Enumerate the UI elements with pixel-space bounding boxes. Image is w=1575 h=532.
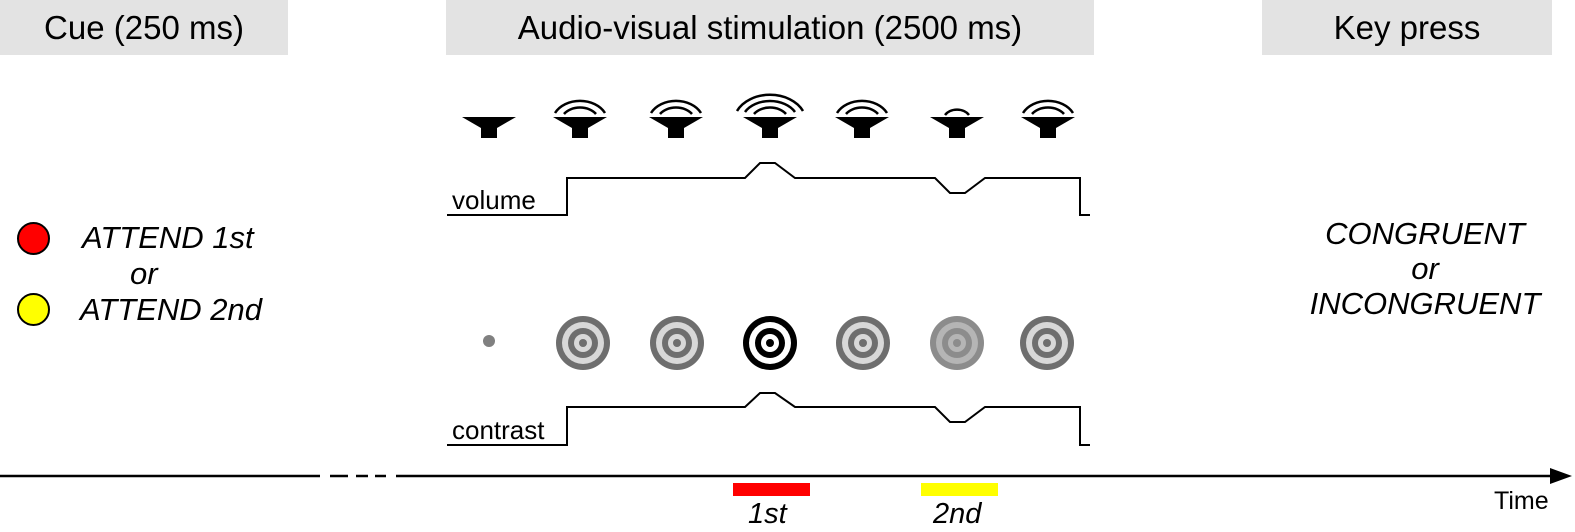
first-marker-label: 1st [748, 498, 787, 530]
contrast-trace [447, 392, 1090, 446]
contrast-label: contrast [452, 415, 545, 445]
time-axis-arrowhead [1550, 468, 1572, 484]
grating-icon-medium [836, 316, 890, 370]
grating-icon-medium [650, 316, 704, 370]
cue-header: Cue (250 ms) [0, 0, 288, 55]
second-marker-label: 2nd [933, 498, 982, 530]
response-or-label: or [1411, 251, 1439, 286]
speaker-icon-medium [553, 99, 607, 138]
keypress-header-label: Key press [1333, 8, 1481, 46]
speaker-icon-silent [462, 117, 516, 138]
incongruent-label: INCONGRUENT [1309, 286, 1541, 321]
congruent-label: CONGRUENT [1325, 216, 1525, 251]
fixation-dot [483, 335, 495, 347]
volume-label: volume [452, 185, 536, 215]
cue-or-label: or [130, 256, 158, 291]
attend-second-label: ATTEND 2nd [80, 292, 263, 327]
stimulation-header-label: Audio-visual stimulation (2500 ms) [517, 8, 1023, 46]
response-options: CONGRUENT or INCONGRUENT [1290, 216, 1560, 321]
grating-icon-medium [1020, 316, 1074, 370]
stimulation-header: Audio-visual stimulation (2500 ms) [446, 0, 1094, 55]
speaker-icon-loud [735, 93, 805, 138]
first-marker-bar [733, 483, 810, 496]
keypress-header: Key press [1262, 0, 1552, 55]
volume-trace [447, 162, 1090, 216]
attend-first-label: ATTEND 1st [82, 220, 254, 255]
cue-header-label: Cue (250 ms) [44, 8, 244, 46]
time-label: Time [1494, 487, 1549, 515]
speaker-icon-quiet [930, 108, 984, 138]
red-cue-dot [17, 222, 50, 255]
grating-icon-medium [556, 316, 610, 370]
speaker-icon-medium [649, 99, 703, 138]
grating-icon-high [743, 316, 797, 370]
speaker-icon-medium [1021, 99, 1075, 138]
yellow-cue-dot [17, 293, 50, 326]
grating-icon-low [930, 316, 984, 370]
second-marker-bar [921, 483, 998, 496]
speaker-icon-medium [835, 99, 889, 138]
